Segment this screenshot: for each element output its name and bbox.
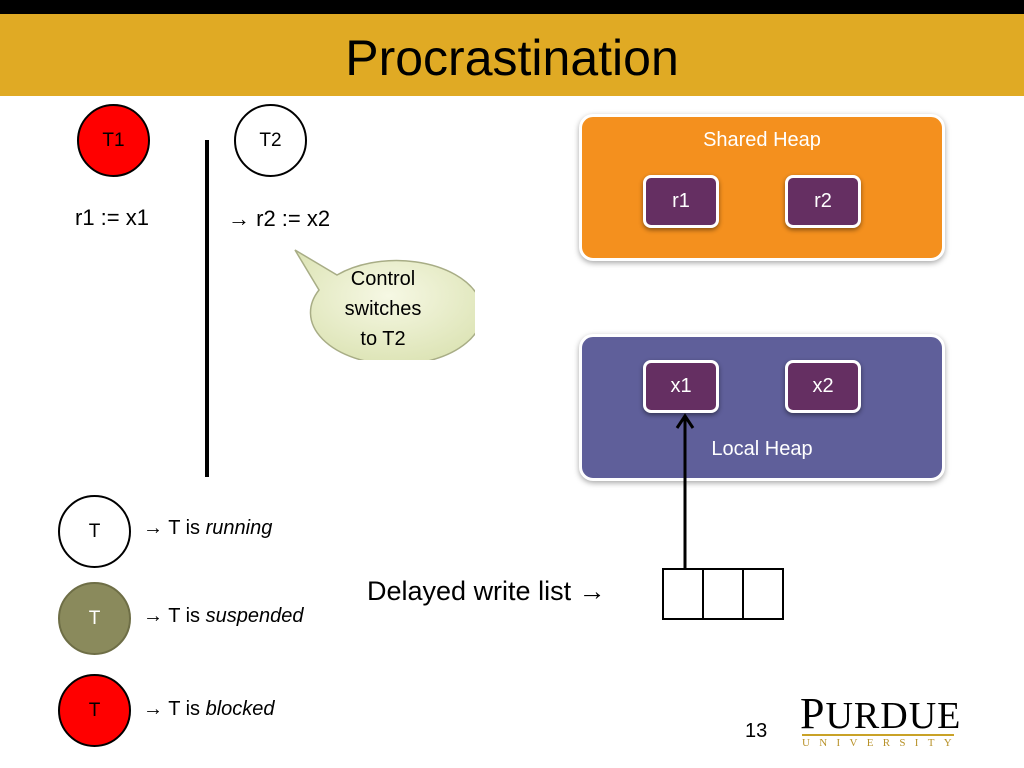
callout-line: to T2 xyxy=(360,328,406,350)
write-arrow xyxy=(675,413,695,572)
thread-t1-label: T1 xyxy=(102,129,125,151)
thread-t2-statement: → r2 := x2 xyxy=(228,206,331,231)
legend-running-state: running xyxy=(205,517,273,539)
legend-blocked-state: blocked xyxy=(205,698,275,720)
page-number: 13 xyxy=(745,720,768,742)
thread-t2-label: T2 xyxy=(259,129,282,151)
shared-heap-item-r2: r2 xyxy=(785,175,861,228)
callout-bubble xyxy=(294,249,475,360)
legend-blocked-circle: T xyxy=(58,674,131,747)
thread-t2-circle: T2 xyxy=(234,104,307,177)
legend-suspended-text: → T is suspended xyxy=(143,605,303,628)
legend-running-prefix: → T is xyxy=(143,517,206,539)
delayed-write-cell xyxy=(662,568,704,620)
legend-blocked-text: → T is blocked xyxy=(143,698,275,721)
legend-running-circle: T xyxy=(58,495,131,568)
shared-heap-item-r1: r1 xyxy=(643,175,719,228)
purdue-logo: PURDUE xyxy=(800,692,962,737)
local-heap-panel xyxy=(579,334,945,481)
delayed-write-list-label: Delayed write list → xyxy=(367,576,606,606)
legend-suspended-state: suspended xyxy=(205,605,304,627)
logo-subtitle: UNIVERSITY xyxy=(802,737,961,749)
top-black-bar xyxy=(0,0,1024,14)
legend-running-text: → T is running xyxy=(143,517,272,540)
title-bar xyxy=(0,14,1024,96)
legend-blocked-prefix: → T is xyxy=(143,698,206,720)
shared-heap-label: Shared Heap xyxy=(703,129,821,151)
local-heap-label: Local Heap xyxy=(711,438,813,460)
logo-cap: P xyxy=(800,689,826,738)
legend-running-circle-label: T xyxy=(88,520,101,542)
legend-suspended-prefix: → T is xyxy=(143,605,206,627)
delayed-write-cell xyxy=(742,568,784,620)
legend-suspended-circle: T xyxy=(58,582,131,655)
legend-suspended-circle-label: T xyxy=(88,607,101,629)
local-heap-item-x1: x1 xyxy=(643,360,719,413)
legend-blocked-circle-label: T xyxy=(88,699,101,721)
thread-t1-circle: T1 xyxy=(77,104,150,177)
slide-title: Procrastination xyxy=(345,30,679,86)
callout-line: Control xyxy=(350,268,416,290)
logo-rest: URDUE xyxy=(825,695,962,737)
callout-line: switches xyxy=(344,298,422,320)
delayed-write-cell xyxy=(702,568,744,620)
callout-text: Control switches to T2 xyxy=(300,264,466,354)
logo-rule xyxy=(802,734,954,736)
delayed-write-list xyxy=(662,568,784,620)
thread-t1-statement: r1 := x1 xyxy=(75,205,149,230)
thread-divider-line xyxy=(205,140,209,477)
shared-heap-panel xyxy=(579,114,945,261)
local-heap-item-x2: x2 xyxy=(785,360,861,413)
